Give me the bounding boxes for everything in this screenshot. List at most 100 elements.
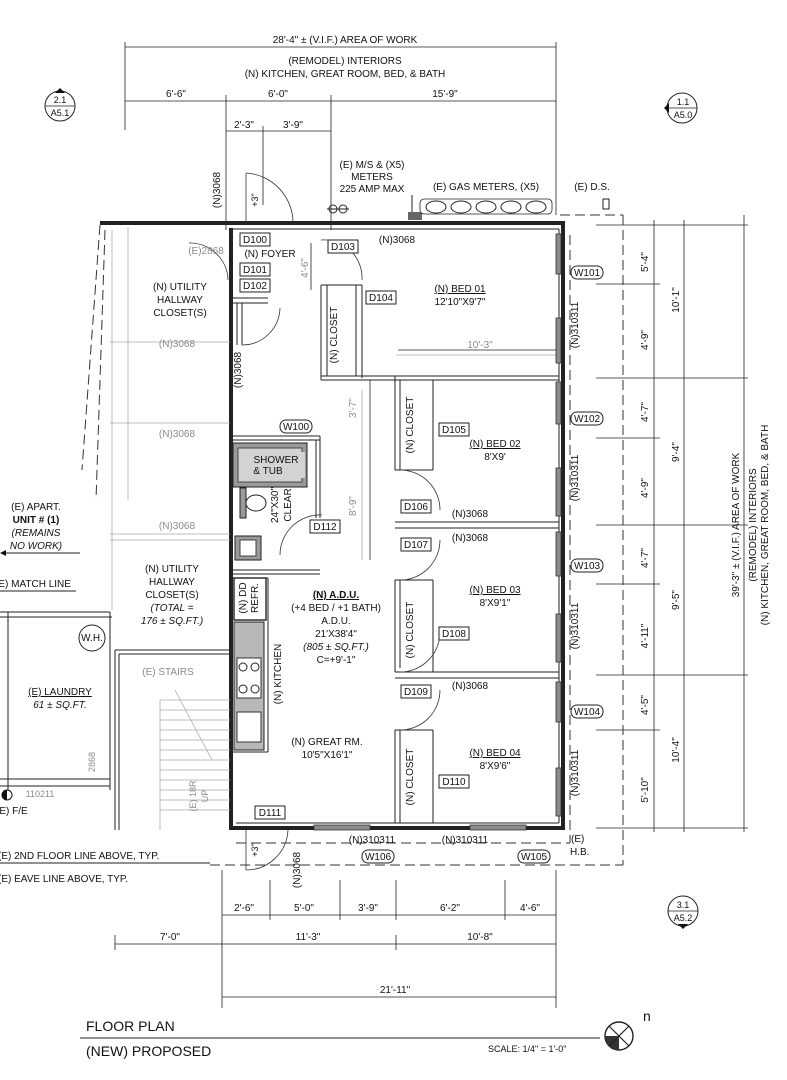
- top-dim-a: 6'-6": [166, 89, 186, 100]
- right-dim-d: 4'-9": [640, 478, 651, 498]
- apart-label-4: NO WORK): [10, 541, 62, 552]
- tag-w101: W101: [574, 268, 601, 279]
- closet-label-1: (N) CLOSET: [329, 307, 340, 364]
- tags: D100 D103 D101 D102 D104 D105 D106 D107 …: [239, 232, 604, 864]
- tag-w103: W103: [574, 561, 601, 572]
- door-label-bottom: (N)3068: [292, 852, 303, 889]
- door-labels: (N)3068 +3" (N)3068 (E)2868 (N)3068 (N)3…: [159, 172, 581, 889]
- window-size-bed4-bottom: (N)310311: [442, 835, 489, 846]
- tag-w104: W104: [574, 707, 601, 718]
- tag-d110: D110: [442, 777, 466, 788]
- door-label-d106: (N)3068: [452, 509, 489, 520]
- bed3-size: 8'X9'1": [480, 598, 511, 609]
- north-arrow-icon: [604, 1021, 634, 1051]
- kitchen-counter-icon: [233, 621, 265, 751]
- hall-dim-2: 8'-9": [348, 496, 359, 516]
- gas-meters-label: (E) GAS METERS, (X5): [433, 182, 539, 193]
- door-label-utility-3: (N)3068: [159, 521, 196, 532]
- water-heater-icon: [78, 624, 106, 652]
- bottom-dim-a: 2'-6": [234, 903, 254, 914]
- toilet-icon: [239, 487, 267, 519]
- closet-label-3: (N) CLOSET: [405, 602, 416, 659]
- door-label-d103: (N)3068: [379, 235, 416, 246]
- apart-label-3: (REMAINS: [12, 528, 61, 539]
- right-dim-bed2: 9'-4": [671, 442, 682, 462]
- tag-d111: D111: [259, 808, 282, 819]
- section-marker-2-1: 2.1 A5.1: [44, 88, 76, 122]
- plan-subtitle: (NEW) PROPOSED: [86, 1043, 211, 1059]
- room-labels: (N) FOYER (N) UTILITY HALLWAY CLOSET(S) …: [0, 249, 589, 885]
- adu-label-2: (+4 BED / +1 BATH): [291, 603, 381, 614]
- interior-partitions: [231, 284, 559, 823]
- bed4-size: 8'X9'6": [480, 761, 511, 772]
- door-plus3-bottom: +3": [250, 843, 260, 856]
- inner-dimensions: 4'-6" 10'-3" 3'-7" 8'-9": [300, 243, 556, 560]
- right-dim-bed1: 10'-1": [671, 287, 682, 313]
- adu-label-6: C=+9'-1": [317, 655, 356, 666]
- plan-title: FLOOR PLAN: [86, 1018, 175, 1034]
- window-size-bed2: (N)310311: [570, 454, 581, 501]
- top-dim-e: 3'-9": [283, 120, 303, 131]
- right-remodel-1: (REMODEL) INTERIORS: [748, 468, 759, 582]
- water-heater-label: W.H.: [81, 633, 103, 644]
- tag-d107: D107: [404, 540, 428, 551]
- kitchen-label: (N) KITCHEN: [273, 644, 284, 705]
- bed1-width-dim: 10'-3": [467, 340, 493, 351]
- section-marker-3-1: 3.1 A5.2: [667, 895, 699, 929]
- door-label-utility-1: (N)3068: [159, 339, 196, 350]
- adu-label-1: (N) A.D.U.: [313, 590, 360, 601]
- door-label-d107: (N)3068: [452, 533, 489, 544]
- hb-label-2: H.B.: [570, 847, 589, 858]
- utility-1-label-a: (N) UTILITY: [153, 282, 207, 293]
- top-dim-b: 6'-0": [268, 89, 288, 100]
- floor-line-label: (E) 2ND FLOOR LINE ABOVE, TYP.: [0, 851, 159, 862]
- tag-w102: W102: [574, 414, 601, 425]
- utility-labels: (E) M/S & (X5) METERS 225 AMP MAX (E) GA…: [327, 160, 610, 220]
- ms-label-1: (E) M/S & (X5): [339, 160, 404, 171]
- svg-text:1.1: 1.1: [677, 97, 690, 107]
- bed2-name: (N) BED 02: [469, 439, 521, 450]
- right-dim-c: 4'-7": [640, 402, 651, 422]
- bottom-dim-h: 10'-8": [467, 932, 493, 943]
- window-size-bed3: (N)310311: [570, 602, 581, 649]
- eave-line-label: (E) EAVE LINE ABOVE, TYP.: [0, 874, 128, 885]
- stairs-treads: [159, 689, 230, 830]
- adu-label-5: (805 ± SQ.FT.): [303, 642, 369, 653]
- tag-d104: D104: [369, 293, 393, 304]
- clear-label-2: CLEAR: [283, 488, 294, 521]
- title-block: FLOOR PLAN (NEW) PROPOSED SCALE: 1/4" = …: [80, 1008, 651, 1059]
- building-walls: [0, 214, 624, 866]
- right-dim-h: 5'-10": [640, 777, 651, 803]
- svg-text:A5.0: A5.0: [674, 110, 693, 120]
- bottom-overall-dim: 21'-11": [380, 985, 411, 996]
- right-dim-a: 5'-4": [640, 252, 651, 272]
- window-size-bed1: (N)310311: [570, 301, 581, 348]
- laundry-label-2: 61 ± SQ.FT.: [33, 700, 86, 711]
- refr-label-2: REFR.: [250, 583, 261, 613]
- hb-label-1: (E): [571, 834, 584, 845]
- top-remodel-label-1: (REMODEL) INTERIORS: [288, 56, 402, 67]
- bottom-dimensions: 2'-6" 5'-0" 3'-9" 6'-2" 4'-6" 7'-0" 11'-…: [114, 870, 557, 1008]
- top-dim-d: 2'-3": [234, 120, 254, 131]
- door-label-e2868: (E)2868: [188, 246, 224, 257]
- door-label-top: (N)3068: [212, 172, 223, 209]
- svg-text:A5.2: A5.2: [674, 913, 693, 923]
- tag-d100: D100: [243, 235, 267, 246]
- utility-1-label-c: CLOSET(S): [153, 308, 206, 319]
- gas-meters-icon: [419, 198, 553, 215]
- utility-2-label-a: (N) UTILITY: [145, 564, 199, 575]
- tag-d105: D105: [442, 425, 466, 436]
- tag-d103: D103: [331, 242, 355, 253]
- door-label-utility-2: (N)3068: [159, 429, 196, 440]
- top-overall-dim: 28'-4" ± (V.I.F.) AREA OF WORK: [273, 35, 418, 46]
- bed2-size: 8'X9': [484, 452, 506, 463]
- shower-label-2: & TUB: [253, 466, 283, 477]
- tag-d106: D106: [404, 502, 428, 513]
- refr-label-1: (N) DD: [238, 582, 249, 613]
- adu-label-4: 21'X38'4": [315, 629, 357, 640]
- bottom-dim-c: 3'-9": [358, 903, 378, 914]
- tag-w106: W106: [365, 852, 392, 863]
- svg-text:2.1: 2.1: [54, 95, 67, 105]
- refrigerator-icon: [233, 577, 267, 621]
- hall-dim-1: 3'-7": [348, 398, 359, 418]
